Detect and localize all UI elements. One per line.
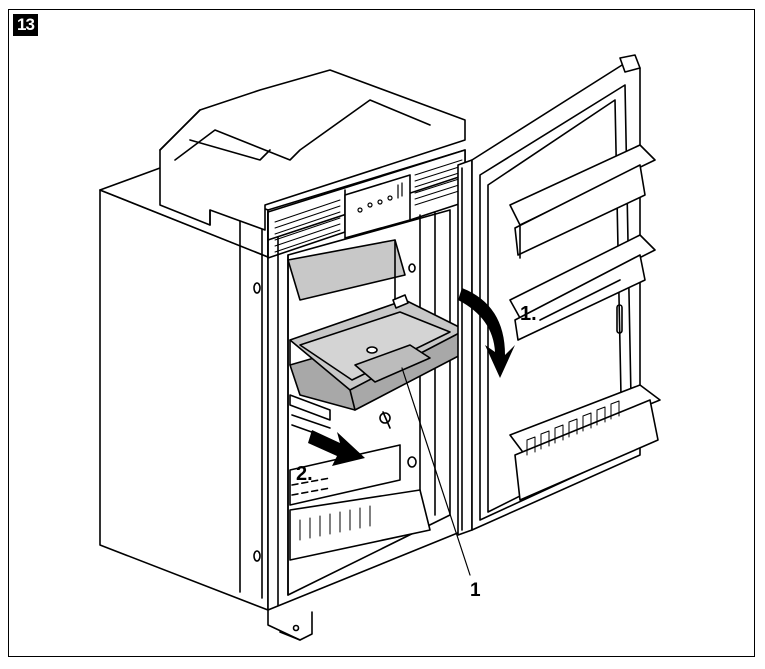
door [458,55,660,535]
step-1-label: 1. [520,303,537,326]
step-2-label: 2. [296,463,313,486]
part-1-label: 1 [470,580,481,602]
